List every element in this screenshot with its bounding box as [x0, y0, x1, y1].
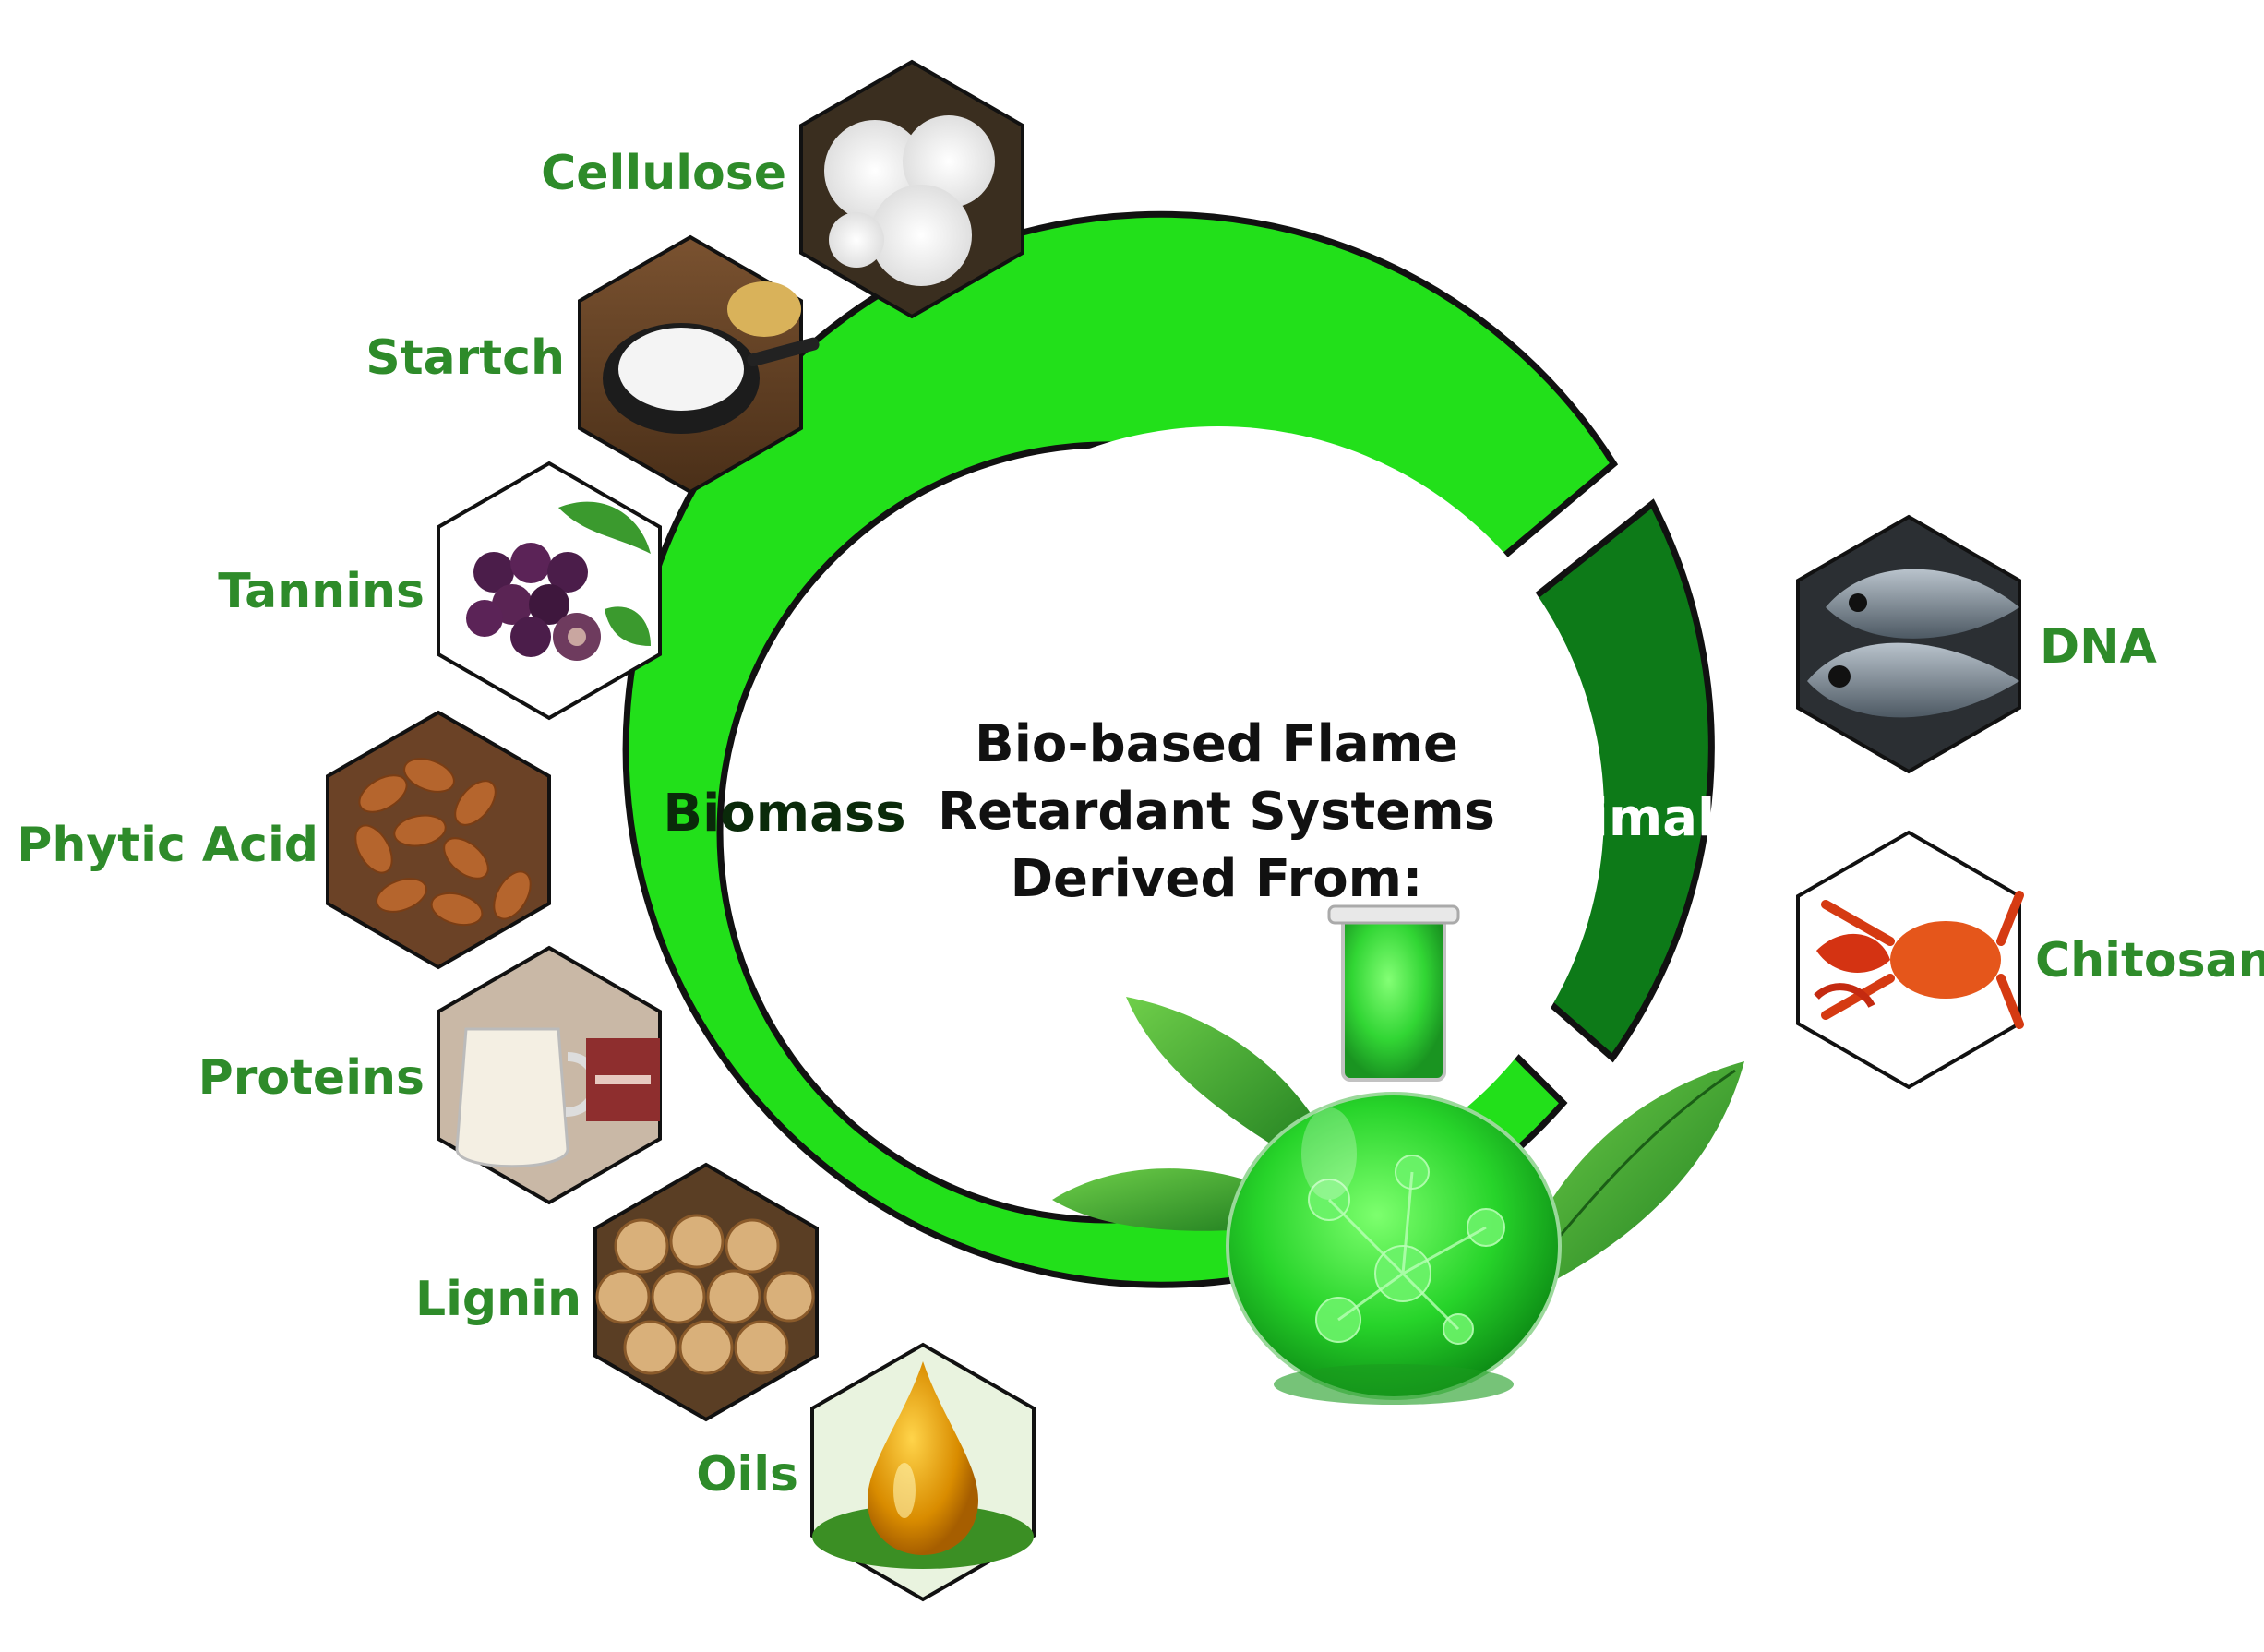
crab-icon: [1814, 891, 2024, 1029]
startch-hexagon: [578, 234, 820, 495]
source-label-chitosan: Chitosan: [2035, 933, 2264, 988]
proteins-hexagon: [437, 945, 662, 1205]
leaf-right-icon: [1514, 1061, 1744, 1292]
center-title-line-1: Bio-based Flame: [975, 714, 1458, 774]
milk-jug-icon: [455, 1027, 660, 1168]
source-label-lignin: Lignin: [415, 1272, 581, 1327]
source-label-dna: DNA: [2040, 619, 2157, 675]
source-label-proteins: Proteins: [198, 1050, 425, 1106]
chitosan-hexagon: [1796, 830, 2024, 1090]
biomass-label: Biomass: [663, 784, 905, 844]
source-label-startch: Startch: [365, 330, 565, 386]
source-label-cellulose: Cellulose: [541, 146, 786, 201]
cotton-icon: [824, 115, 995, 286]
tannins-hexagon: [437, 461, 662, 721]
cellulose-hexagon: [799, 59, 1024, 319]
starch-bowl-icon: [603, 281, 820, 434]
dna-hexagon: [1796, 514, 2021, 774]
fish-icon: [1807, 569, 2019, 718]
logs-icon: [595, 1214, 815, 1375]
center-title-line-3: Derived From:: [1011, 849, 1423, 909]
almonds-icon: [354, 758, 532, 927]
oils-hexagon: [810, 1342, 1036, 1602]
leaf-left-upper-icon: [1126, 997, 1329, 1163]
center-title-line-2: Retardant Systems: [938, 782, 1495, 842]
lignin-hexagon: [593, 1162, 819, 1422]
source-label-tannins: Tannins: [218, 564, 425, 619]
source-label-oils: Oils: [696, 1447, 798, 1502]
flask-illustration: [1052, 904, 1744, 1405]
center-title: Bio-based Flame Retardant Systems Derive…: [938, 714, 1495, 909]
source-label-phytic-acid: Phytic Acid: [17, 818, 318, 873]
animals-label: Animals: [1514, 788, 1745, 848]
phytic-acid-hexagon: [326, 710, 551, 970]
oil-drop-icon: [812, 1361, 1034, 1569]
grapes-icon: [466, 501, 651, 661]
